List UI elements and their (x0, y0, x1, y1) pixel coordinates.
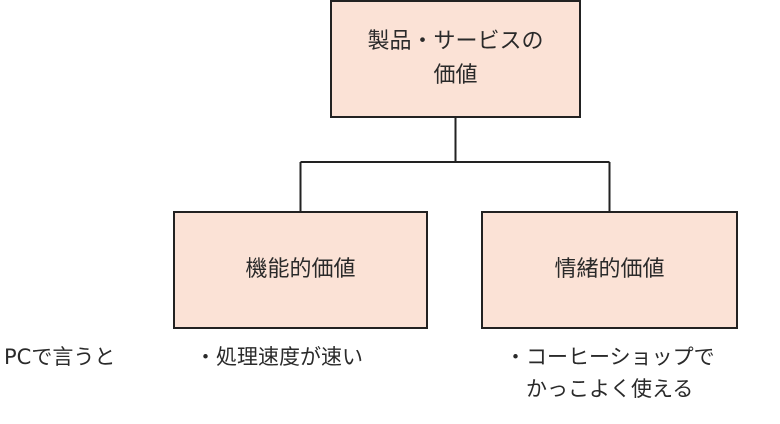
functional-example-caption: ・処理速度が速い (195, 345, 363, 369)
emotional-value-label: 情緒的価値 (554, 257, 665, 282)
child-node-emotional-value: 情緒的価値 (481, 211, 738, 329)
functional-value-label: 機能的価値 (245, 257, 356, 282)
root-node-product-service-value: 製品・サービスの 価値 (330, 0, 581, 118)
pc-example-intro-caption: PCで言うと (4, 345, 116, 369)
child-node-functional-value: 機能的価値 (173, 211, 428, 329)
emotional-example-caption: ・コーヒーショップで かっこよく使える (505, 345, 715, 401)
root-node-label: 製品・サービスの 価値 (367, 29, 544, 88)
